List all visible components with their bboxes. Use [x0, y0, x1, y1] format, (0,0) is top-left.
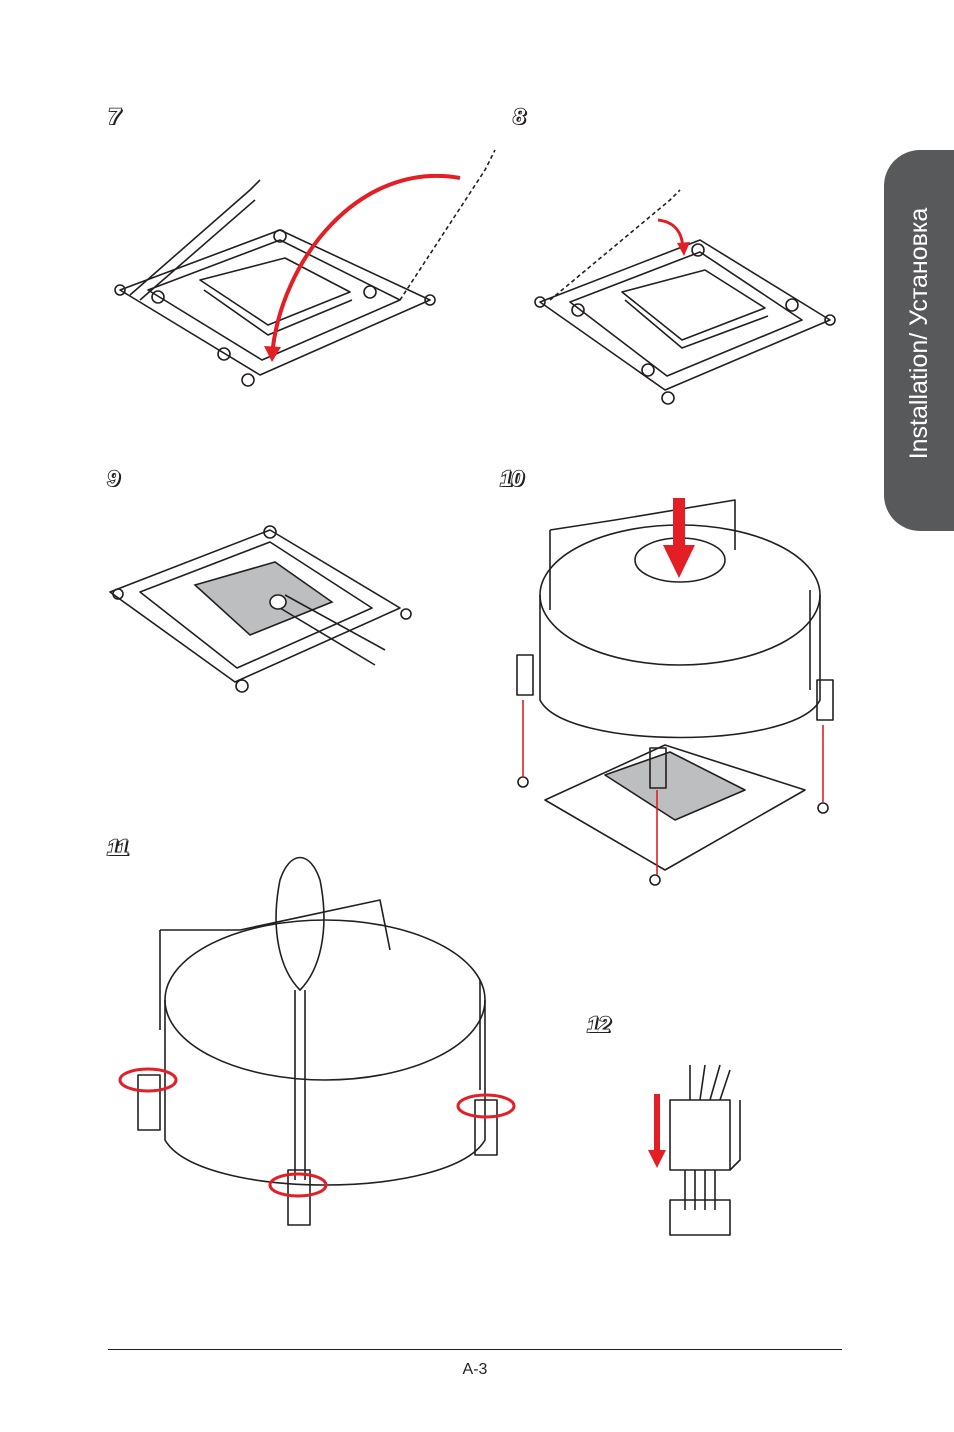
side-tab-label: Installation/ Установка [902, 143, 954, 524]
red-arrow-head [648, 1150, 666, 1168]
figure-step-10-place-cooler [505, 490, 850, 890]
screw-post [288, 1170, 310, 1225]
step-number-7: 7 [108, 106, 119, 128]
socket-inner-frame [570, 252, 802, 376]
load-lever [130, 180, 260, 295]
step-number-8: 8 [513, 106, 524, 128]
figure-step-9-thermal-paste [100, 510, 420, 700]
socket-screw [692, 244, 704, 256]
push-pin [517, 655, 533, 695]
heatsink-fins [165, 1000, 485, 1185]
screw-post [138, 1075, 160, 1130]
footer-rule [108, 1349, 842, 1350]
red-down-arrow [654, 1094, 660, 1154]
figure-step-7-close-lever [100, 140, 520, 400]
screw-post [475, 1100, 497, 1155]
red-arrow-head [663, 545, 695, 578]
fan-header [670, 1200, 730, 1235]
screwdriver-shaft [295, 990, 305, 1180]
screwdriver-handle [276, 858, 324, 991]
socket-screw [662, 392, 674, 404]
figure-step-11-tighten-screws [110, 850, 530, 1250]
cooler-fan-top [165, 920, 485, 1080]
figure-step-8-latch-lever [530, 180, 850, 410]
figure-step-12-connect-fan [630, 1060, 750, 1250]
lever-dashed [550, 190, 680, 300]
fan-cable-wires [690, 1065, 730, 1100]
cpu-outline [200, 258, 350, 325]
rotation-arrows [120, 1069, 514, 1196]
step-number-9: 9 [107, 468, 118, 490]
socket-screw [242, 374, 254, 386]
heatsink-fins [540, 595, 820, 738]
fan-connector [670, 1100, 730, 1170]
lever-open-position [400, 150, 495, 300]
step-number-10: 10 [500, 468, 522, 490]
header-pins [685, 1170, 715, 1210]
red-down-arrow [673, 498, 685, 546]
step-number-12: 12 [587, 1014, 609, 1036]
side-tab: Installation/ Установка [884, 150, 954, 531]
red-arrow-head [264, 346, 281, 362]
thermal-paste [195, 562, 332, 635]
page-number: A-3 [400, 1360, 550, 1380]
socket-frame [540, 240, 830, 390]
